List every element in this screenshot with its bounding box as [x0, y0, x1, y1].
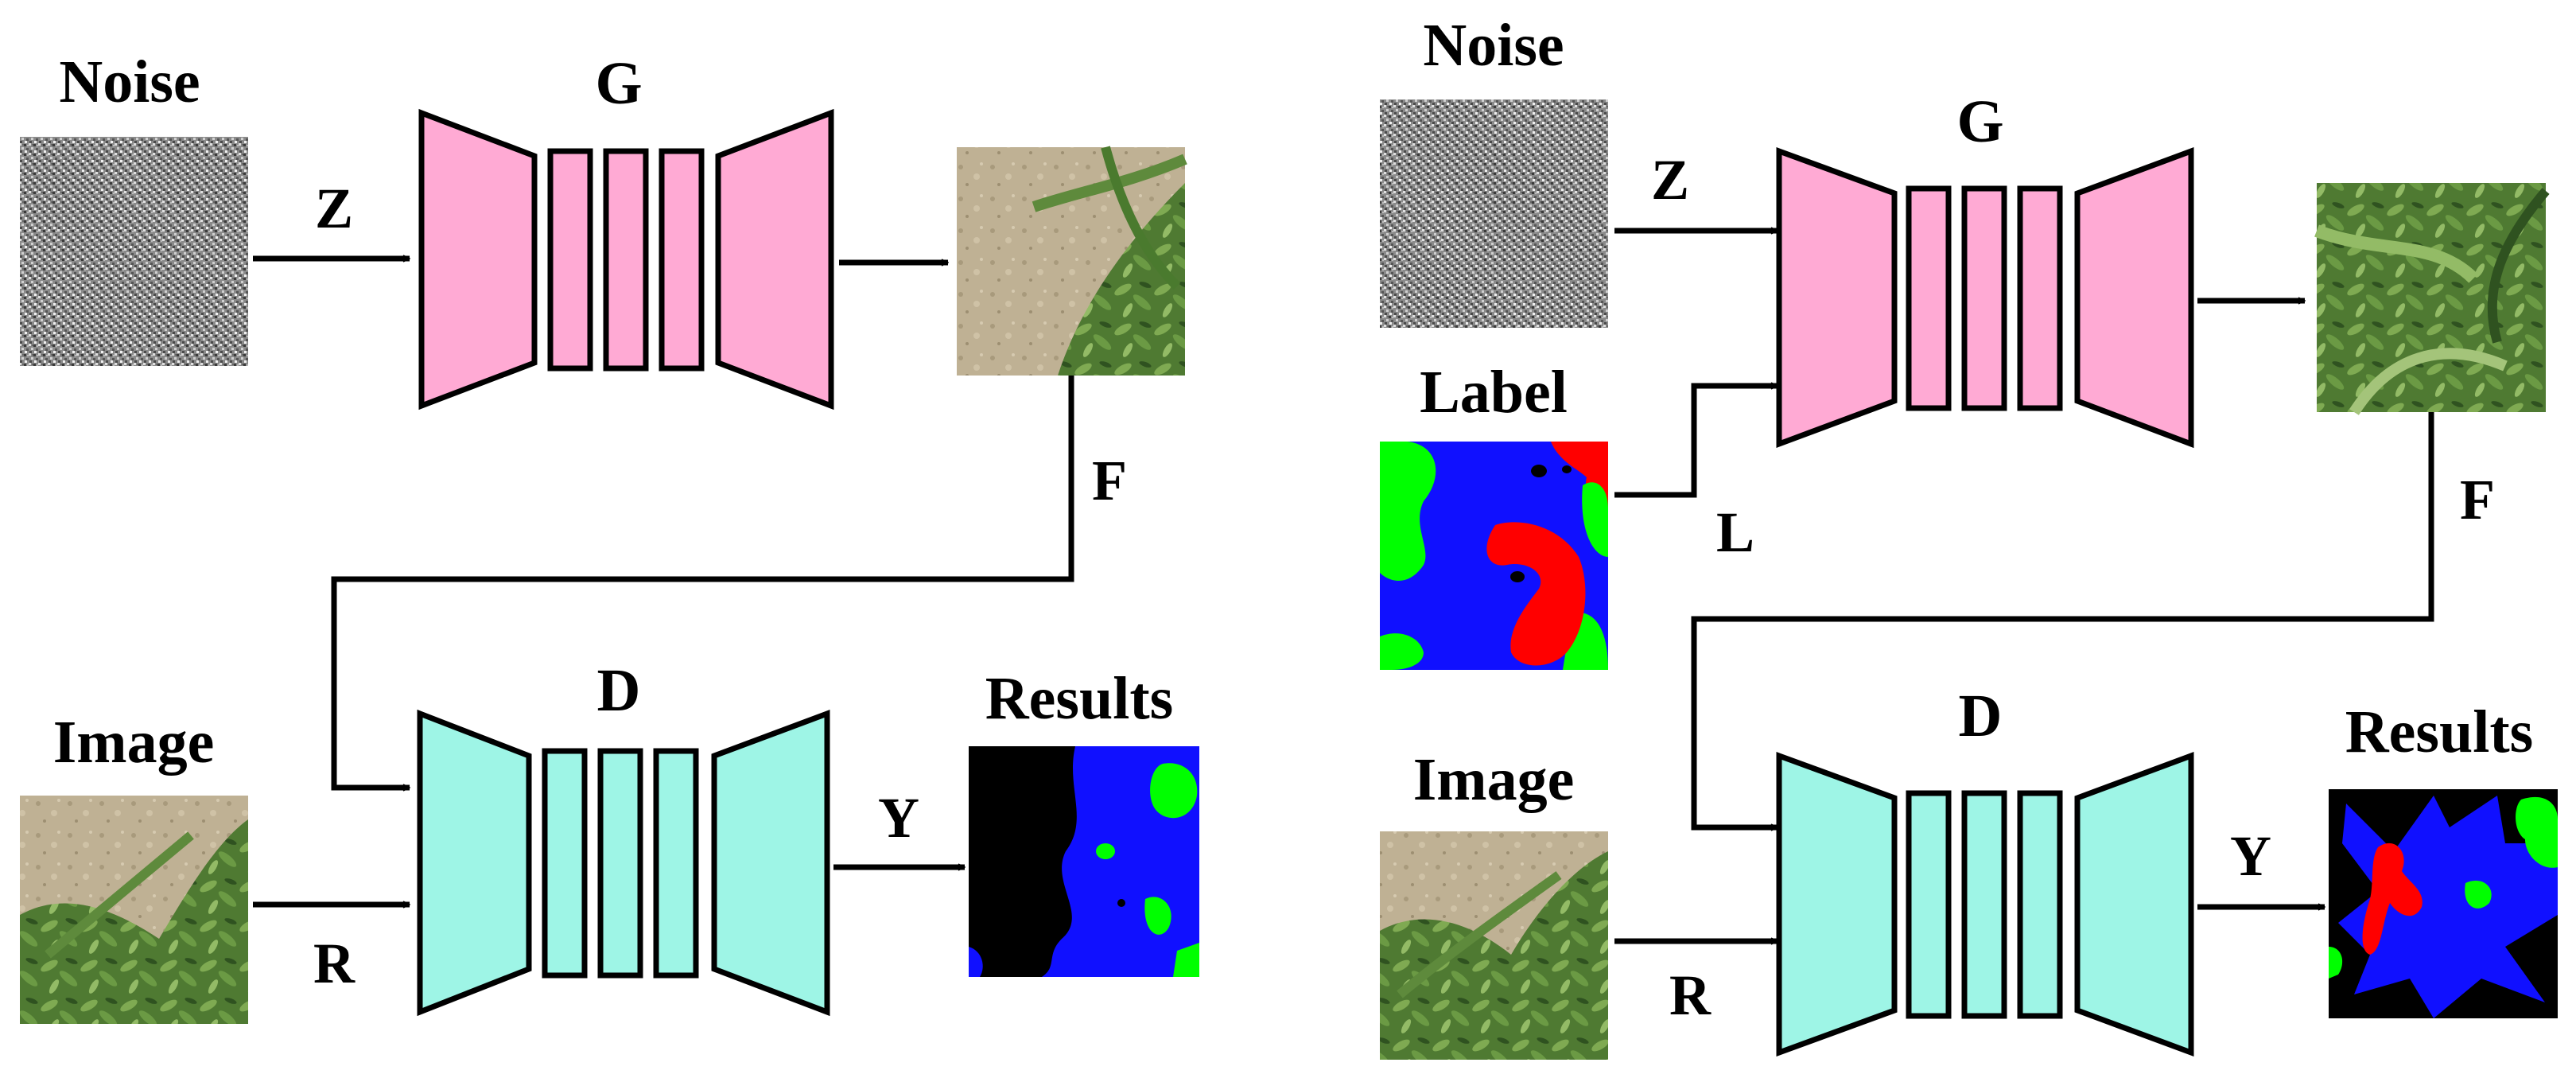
f-label: F: [1092, 449, 1127, 512]
results-mask: [969, 746, 1199, 977]
discriminator-block-1: [542, 748, 588, 979]
generator-network: [418, 108, 834, 411]
y-label: Y: [878, 786, 919, 850]
discriminator-block-1: [1906, 790, 1952, 1019]
noise-title: Noise: [1423, 12, 1564, 79]
f-connector: [1691, 412, 2434, 827]
noise-image: [20, 137, 248, 366]
discriminator-block-3: [653, 748, 699, 979]
generator-block-3: [2017, 185, 2063, 411]
discriminator-encoder: [417, 709, 532, 1017]
generator-block-2: [1961, 185, 2007, 411]
discriminator-label: D: [1959, 683, 2003, 749]
image-title: Image: [53, 709, 215, 776]
r-label: R: [1669, 963, 1712, 1027]
input-image: [20, 796, 248, 1024]
generator-block-1: [547, 148, 593, 372]
fake-image: [2314, 183, 2550, 415]
results-title: Results: [2345, 699, 2533, 765]
generator-block-1: [1906, 185, 1952, 411]
y-label: Y: [2230, 824, 2271, 888]
generator-decoder: [715, 108, 834, 411]
image-title: Image: [1413, 746, 1575, 813]
discriminator-decoder: [2074, 751, 2194, 1057]
noise-image: [1380, 99, 1608, 328]
right-panel: Noise Z Label L G: [1380, 12, 2558, 1060]
fake-image: [957, 146, 1187, 376]
generator-encoder: [1776, 146, 1898, 449]
z-label: Z: [1651, 148, 1689, 212]
l-label: L: [1716, 500, 1754, 564]
z-label: Z: [315, 177, 353, 240]
discriminator-block-2: [1961, 790, 2007, 1019]
results-mask: [2329, 789, 2558, 1018]
noise-title: Noise: [59, 49, 200, 115]
discriminator-decoder: [711, 709, 830, 1017]
generator-label: G: [595, 50, 642, 117]
f-label: F: [2460, 468, 2495, 531]
discriminator-block-2: [597, 748, 643, 979]
discriminator-encoder: [1776, 751, 1898, 1057]
generator-block-3: [659, 148, 705, 372]
discriminator-network: [417, 709, 830, 1017]
generator-label: G: [1956, 88, 2003, 155]
l-connector: [1614, 386, 1778, 498]
f-connector: [331, 376, 1074, 788]
generator-network: [1776, 146, 2194, 449]
generator-block-2: [603, 148, 649, 372]
input-image: [1380, 831, 1608, 1060]
generator-decoder: [2074, 146, 2194, 449]
label-title: Label: [1420, 359, 1568, 426]
discriminator-block-3: [2017, 790, 2063, 1019]
r-label: R: [313, 932, 356, 995]
results-title: Results: [985, 665, 1173, 732]
discriminator-label: D: [597, 657, 641, 724]
discriminator-network: [1776, 751, 2194, 1057]
generator-encoder: [418, 108, 538, 411]
left-panel: Noise Z G F Image R D: [20, 49, 1199, 1024]
label-mask: [1380, 442, 1608, 670]
